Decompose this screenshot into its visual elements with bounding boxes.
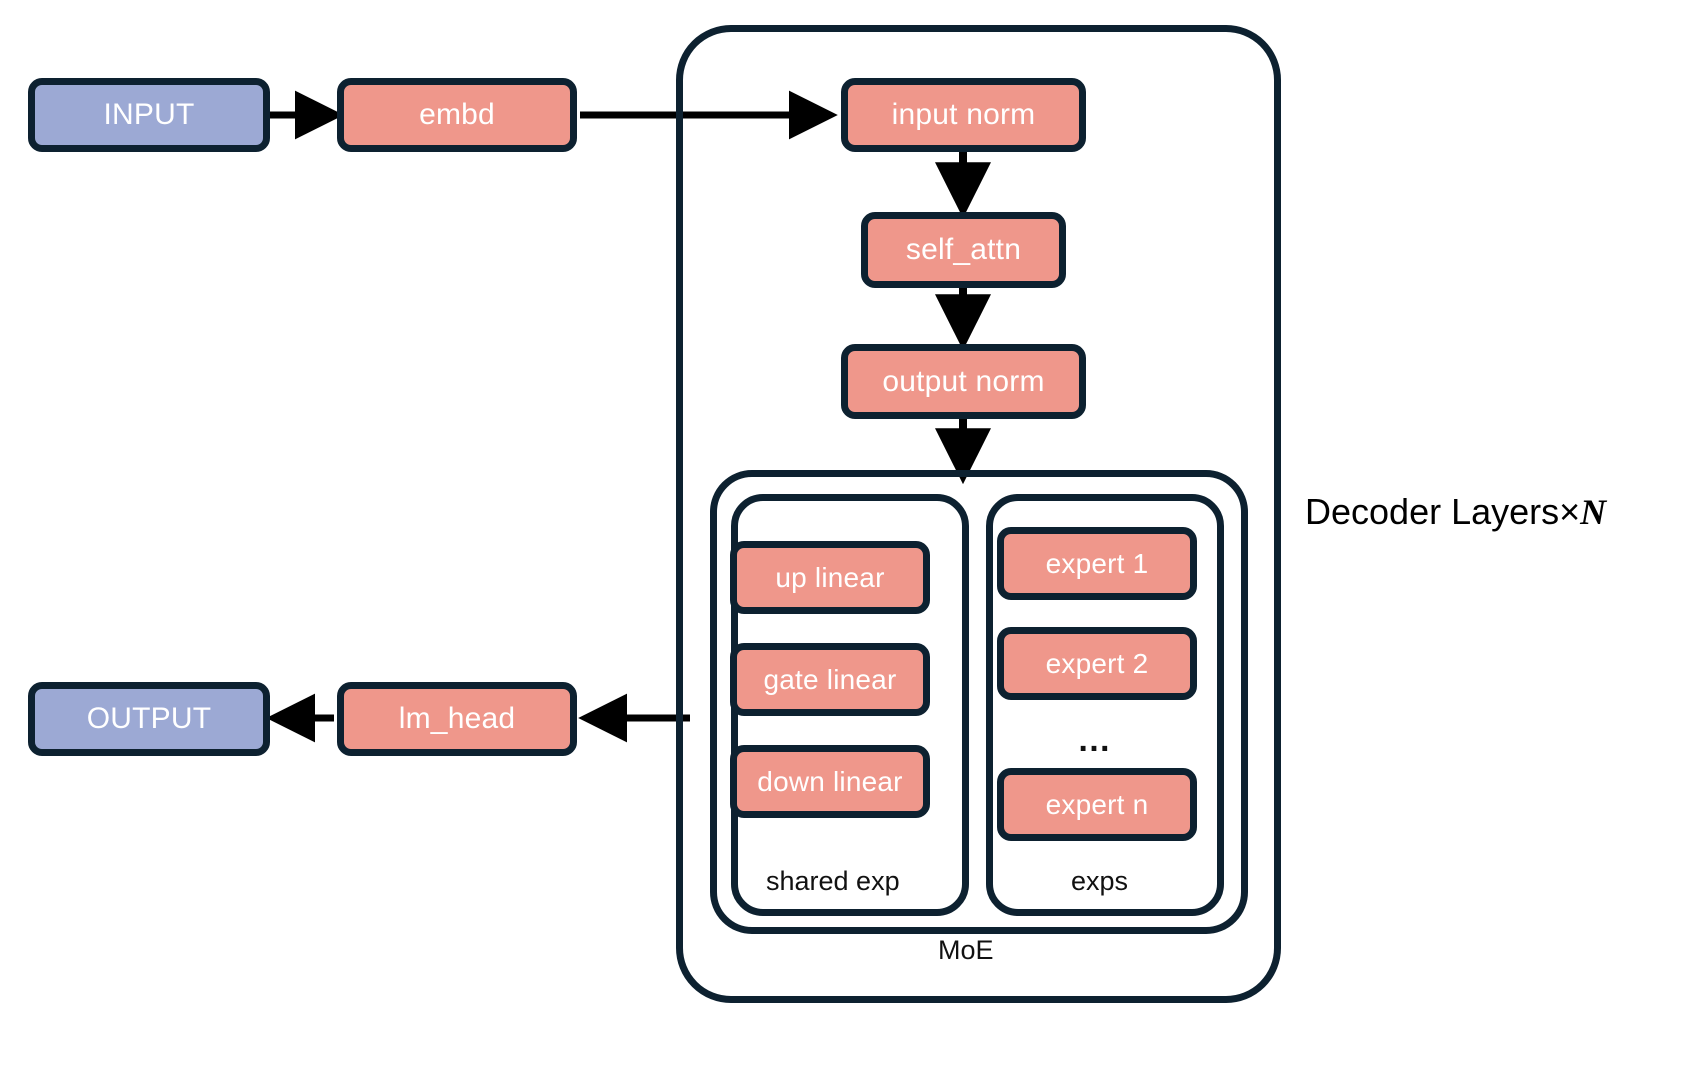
decoder-layers-count-variable: N bbox=[1580, 492, 1607, 532]
node-down-linear-label: down linear bbox=[757, 765, 903, 797]
exps-container bbox=[986, 494, 1224, 916]
node-lm-head-label: lm_head bbox=[398, 702, 516, 735]
caption-moe: MoE bbox=[938, 937, 994, 964]
node-output[interactable]: OUTPUT bbox=[28, 682, 270, 756]
node-output-label: OUTPUT bbox=[86, 702, 212, 735]
node-embd[interactable]: embd bbox=[337, 78, 577, 152]
node-self-attn-label: self_attn bbox=[905, 233, 1022, 266]
caption-exps-label: exps bbox=[1071, 866, 1129, 896]
caption-moe-label: MoE bbox=[938, 935, 994, 965]
expert-ellipsis: … bbox=[1077, 723, 1113, 757]
node-gate-linear-label: gate linear bbox=[763, 663, 897, 695]
node-output-norm-label: output norm bbox=[882, 364, 1045, 398]
node-up-linear[interactable]: up linear bbox=[730, 541, 930, 614]
node-input-norm-label: input norm bbox=[891, 98, 1036, 131]
node-input-label: INPUT bbox=[103, 98, 195, 131]
node-embd-label: embd bbox=[419, 98, 495, 131]
node-up-linear-label: up linear bbox=[775, 561, 885, 593]
node-expert-1-label: expert 1 bbox=[1045, 547, 1149, 579]
node-input[interactable]: INPUT bbox=[28, 78, 270, 152]
node-output-norm[interactable]: output norm bbox=[841, 344, 1086, 419]
decoder-layers-label: Decoder Layers×N bbox=[1305, 491, 1607, 532]
node-expert-n-label: expert n bbox=[1045, 788, 1149, 820]
node-self-attn[interactable]: self_attn bbox=[861, 212, 1066, 288]
moe-container bbox=[710, 470, 1248, 934]
node-lm-head[interactable]: lm_head bbox=[337, 682, 577, 756]
node-expert-n[interactable]: expert n bbox=[997, 768, 1197, 841]
caption-shared-exp-label: shared exp bbox=[766, 866, 900, 896]
expert-ellipsis-label: … bbox=[1077, 721, 1113, 759]
caption-exps: exps bbox=[1071, 868, 1128, 895]
node-input-norm[interactable]: input norm bbox=[841, 78, 1086, 152]
decoder-layers-text: Decoder Layers× bbox=[1305, 491, 1581, 532]
node-down-linear[interactable]: down linear bbox=[730, 745, 930, 818]
caption-shared-exp: shared exp bbox=[766, 868, 900, 895]
node-gate-linear[interactable]: gate linear bbox=[730, 643, 930, 716]
node-expert-1[interactable]: expert 1 bbox=[997, 527, 1197, 600]
node-expert-2-label: expert 2 bbox=[1045, 647, 1149, 679]
node-expert-2[interactable]: expert 2 bbox=[997, 627, 1197, 700]
decoder-layers-container bbox=[676, 25, 1281, 1003]
